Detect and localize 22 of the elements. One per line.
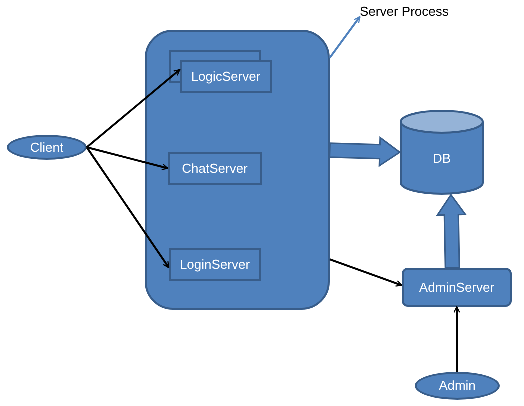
server-box	[168, 152, 262, 185]
node-label: ChatServer	[182, 160, 248, 176]
server-box	[169, 248, 261, 281]
server-box	[402, 268, 512, 307]
arrow	[329, 16, 361, 59]
process-container	[145, 30, 330, 310]
database-cylinder	[400, 110, 484, 195]
node-label: Server Process	[360, 4, 449, 19]
arrow	[454, 306, 460, 372]
node-label: LoginServer	[180, 256, 250, 272]
arrow	[86, 146, 170, 268]
arrow	[86, 69, 181, 148]
node-label: Client	[30, 140, 64, 154]
server-box	[180, 60, 272, 93]
block-arrow	[436, 194, 468, 269]
node-label: DB	[432, 150, 452, 166]
block-arrow	[329, 136, 402, 168]
arrow	[86, 146, 169, 170]
arrow	[330, 258, 403, 287]
node-label: AdminServer	[419, 280, 495, 294]
node-label: LogicServer	[191, 68, 261, 84]
node-label: Admin	[439, 378, 476, 393]
